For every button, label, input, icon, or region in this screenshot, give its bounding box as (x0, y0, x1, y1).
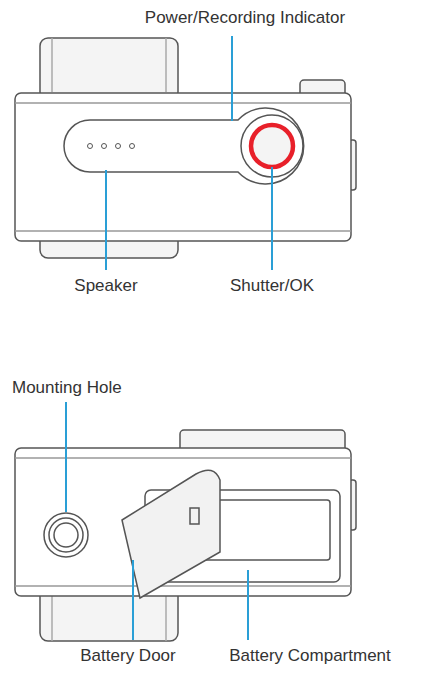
body-band (15, 230, 351, 232)
speaker-holes (88, 144, 135, 149)
leader-line (132, 560, 134, 640)
mounting-hole (49, 518, 83, 552)
leader-line (65, 402, 67, 512)
part-label: Mounting Hole (12, 378, 122, 398)
leader-line (105, 170, 107, 270)
part-label: Battery Door (80, 646, 175, 666)
part-label: Shutter/OK (230, 276, 314, 296)
lens-housing (40, 38, 178, 100)
part-label: Speaker (74, 276, 137, 296)
part-label: Battery Compartment (229, 646, 391, 666)
leader-line (231, 36, 233, 121)
body-band (15, 102, 351, 104)
speaker-panel (64, 108, 304, 184)
leader-line (247, 570, 249, 640)
lens-edge (165, 38, 167, 92)
camera-body (15, 93, 351, 241)
lens-edge (165, 590, 167, 641)
body-band (15, 585, 351, 587)
leader-lines (66, 36, 272, 640)
part-label: Power/Recording Indicator (145, 8, 345, 28)
mounting-hole (44, 513, 88, 557)
door-latch (190, 508, 199, 524)
lens-edge (51, 38, 53, 92)
battery-door (122, 470, 220, 598)
shutter-button (251, 125, 293, 167)
leader-line (271, 167, 273, 270)
mounting-hole (54, 523, 78, 547)
lens-edge (51, 590, 53, 641)
